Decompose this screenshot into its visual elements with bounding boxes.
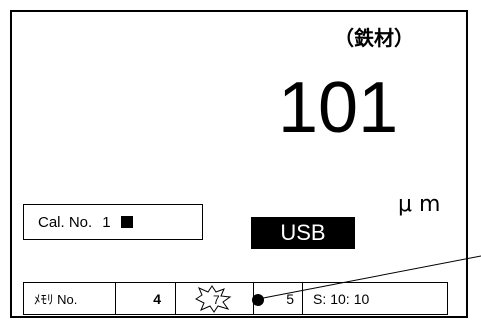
time-minute: 10 bbox=[353, 290, 370, 307]
unit-label: μ m bbox=[398, 192, 441, 217]
display-frame bbox=[10, 10, 468, 318]
count-value: 5 bbox=[254, 283, 303, 314]
calibration-label: Cal. No. bbox=[38, 213, 93, 231]
callout-dot-icon bbox=[252, 294, 264, 306]
burst-digit: 7 bbox=[213, 293, 220, 307]
calibration-number: 1 bbox=[102, 213, 111, 231]
time-readout: S: 10: 10 bbox=[303, 283, 447, 314]
time-prefix: S: bbox=[313, 290, 327, 307]
time-hour: 10: bbox=[330, 290, 350, 307]
measurement-reading: 101 bbox=[278, 68, 399, 148]
calibration-box: Cal. No. 1 bbox=[23, 204, 203, 240]
callout-line bbox=[257, 255, 481, 300]
memory-number: 4 bbox=[116, 283, 176, 314]
memory-label: ﾒﾓﾘ No. bbox=[24, 283, 116, 314]
calibration-marker-icon bbox=[120, 216, 133, 228]
status-row: ﾒﾓﾘ No. 4 7 5 S: 10: 10 bbox=[23, 282, 448, 315]
material-label: （鉄材） bbox=[334, 26, 414, 50]
usb-indicator: USB bbox=[251, 217, 355, 249]
